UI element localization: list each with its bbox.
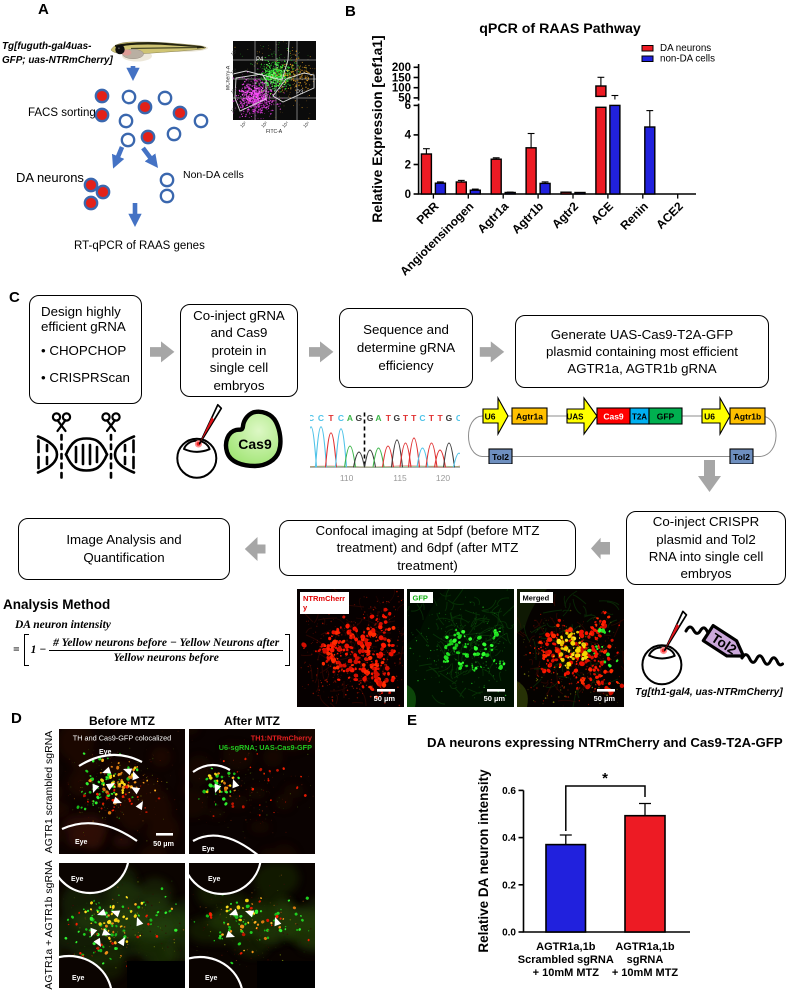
svg-text:*: *	[602, 770, 608, 787]
svg-text:Cas9: Cas9	[238, 436, 272, 452]
svg-text:non-DA cells: non-DA cells	[660, 54, 715, 65]
svg-text:0.4: 0.4	[502, 833, 516, 844]
svg-text:AGTR1a,1b: AGTR1a,1b	[615, 941, 675, 953]
svg-text:Tol2: Tol2	[733, 452, 750, 462]
svg-text:FITC-A: FITC-A	[266, 129, 283, 134]
svg-text:G: G	[393, 413, 400, 423]
svg-text:C: C	[419, 413, 425, 423]
svg-text:GFP: GFP	[657, 412, 675, 422]
svg-text:ACE2: ACE2	[653, 199, 686, 232]
svg-text:10²: 10²	[230, 105, 238, 113]
svg-text:T: T	[328, 413, 334, 423]
svg-text:10⁴: 10⁴	[281, 120, 289, 128]
svg-text:Eye: Eye	[71, 876, 84, 883]
svg-text:Agtr1b: Agtr1b	[509, 199, 546, 236]
svg-text:P3: P3	[296, 90, 304, 96]
svg-text:y: y	[303, 603, 308, 612]
svg-text:DA neurons: DA neurons	[660, 43, 711, 54]
svg-text:U6: U6	[704, 412, 715, 422]
svg-text:0.0: 0.0	[502, 928, 516, 939]
svg-text:115: 115	[393, 473, 407, 483]
svg-text:C: C	[338, 413, 344, 423]
svg-text:50 µm: 50 µm	[153, 839, 174, 848]
svg-text:Agtr1a: Agtr1a	[516, 412, 543, 422]
svg-text:120: 120	[436, 473, 450, 483]
svg-text:Eye: Eye	[72, 975, 85, 982]
svg-text:Agtr1a: Agtr1a	[475, 199, 512, 236]
svg-text:0: 0	[405, 189, 411, 201]
svg-text:G: G	[446, 413, 453, 423]
svg-text:T: T	[429, 413, 435, 423]
svg-text:G: G	[355, 413, 362, 423]
svg-text:50 µm: 50 µm	[374, 694, 396, 703]
svg-text:100: 100	[392, 83, 411, 95]
svg-text:ACE: ACE	[588, 199, 616, 227]
svg-text:0.6: 0.6	[502, 786, 516, 797]
svg-text:U6-sgRNA; UAS-Cas9-GFP: U6-sgRNA; UAS-Cas9-GFP	[219, 743, 312, 752]
svg-text:Relative DA neuron intensity: Relative DA neuron intensity	[476, 769, 491, 953]
svg-text:A: A	[375, 413, 381, 423]
svg-text:A: A	[347, 413, 353, 423]
svg-text:MCherry-A: MCherry-A	[226, 65, 232, 90]
svg-text:Eye: Eye	[205, 975, 218, 982]
svg-text:Scrambled sgRNA: Scrambled sgRNA	[518, 954, 614, 966]
svg-text:10⁴: 10⁴	[230, 67, 238, 75]
svg-text:PRR: PRR	[414, 199, 442, 227]
svg-text:NTRmCherr: NTRmCherr	[303, 594, 345, 603]
svg-text:Tol2: Tol2	[492, 452, 509, 462]
svg-text:50 µm: 50 µm	[484, 694, 506, 703]
svg-text:+ 10mM MTZ: + 10mM MTZ	[533, 967, 600, 979]
svg-text:U6: U6	[485, 412, 496, 422]
svg-text:150: 150	[392, 72, 411, 84]
svg-text:110: 110	[340, 473, 354, 483]
svg-text:T: T	[437, 413, 443, 423]
svg-text:200: 200	[392, 62, 411, 74]
svg-text:T: T	[403, 413, 409, 423]
svg-text:10³: 10³	[260, 120, 268, 128]
svg-text:Merged: Merged	[523, 594, 550, 603]
svg-text:50 µm: 50 µm	[594, 694, 616, 703]
svg-text:T: T	[411, 413, 417, 423]
svg-text:T2A: T2A	[632, 413, 647, 422]
svg-text:6: 6	[405, 100, 411, 112]
svg-text:50: 50	[398, 93, 411, 105]
svg-text:0.2: 0.2	[502, 880, 516, 891]
svg-text:C: C	[310, 413, 314, 423]
svg-text:C: C	[318, 413, 324, 423]
svg-text:Cas9: Cas9	[603, 412, 624, 422]
svg-text:10²: 10²	[239, 120, 247, 128]
svg-text:Eye: Eye	[208, 876, 221, 883]
svg-text:UAS: UAS	[567, 413, 585, 422]
svg-text:TH and Cas9-GFP colocalized: TH and Cas9-GFP colocalized	[73, 734, 171, 743]
svg-text:Relative Expression [eef1a1]: Relative Expression [eef1a1]	[370, 35, 385, 222]
svg-text:C: C	[456, 413, 460, 423]
svg-text:10⁵: 10⁵	[230, 48, 238, 56]
svg-text:4: 4	[405, 130, 412, 142]
svg-text:qPCR of RAAS Pathway: qPCR of RAAS Pathway	[479, 21, 641, 37]
svg-text:TH1:NTRmCherry: TH1:NTRmCherry	[251, 734, 313, 743]
svg-text:G: G	[367, 413, 374, 423]
svg-text:Agtr2: Agtr2	[549, 199, 581, 231]
svg-text:GFP: GFP	[413, 594, 428, 603]
svg-text:+ 10mM MTZ: + 10mM MTZ	[612, 967, 679, 979]
svg-text:10³: 10³	[230, 86, 238, 94]
svg-text:2: 2	[405, 159, 411, 171]
svg-text:Agtr1b: Agtr1b	[734, 412, 761, 422]
svg-text:sgRNA: sgRNA	[627, 954, 664, 966]
svg-text:10⁵: 10⁵	[302, 120, 310, 128]
svg-text:Eye: Eye	[202, 846, 215, 853]
svg-text:P4: P4	[256, 57, 264, 63]
svg-text:T: T	[386, 413, 392, 423]
svg-text:Renin: Renin	[617, 199, 650, 232]
svg-text:AGTR1a,1b: AGTR1a,1b	[536, 941, 596, 953]
svg-text:Eye: Eye	[99, 749, 112, 756]
svg-text:Eye: Eye	[75, 839, 88, 846]
